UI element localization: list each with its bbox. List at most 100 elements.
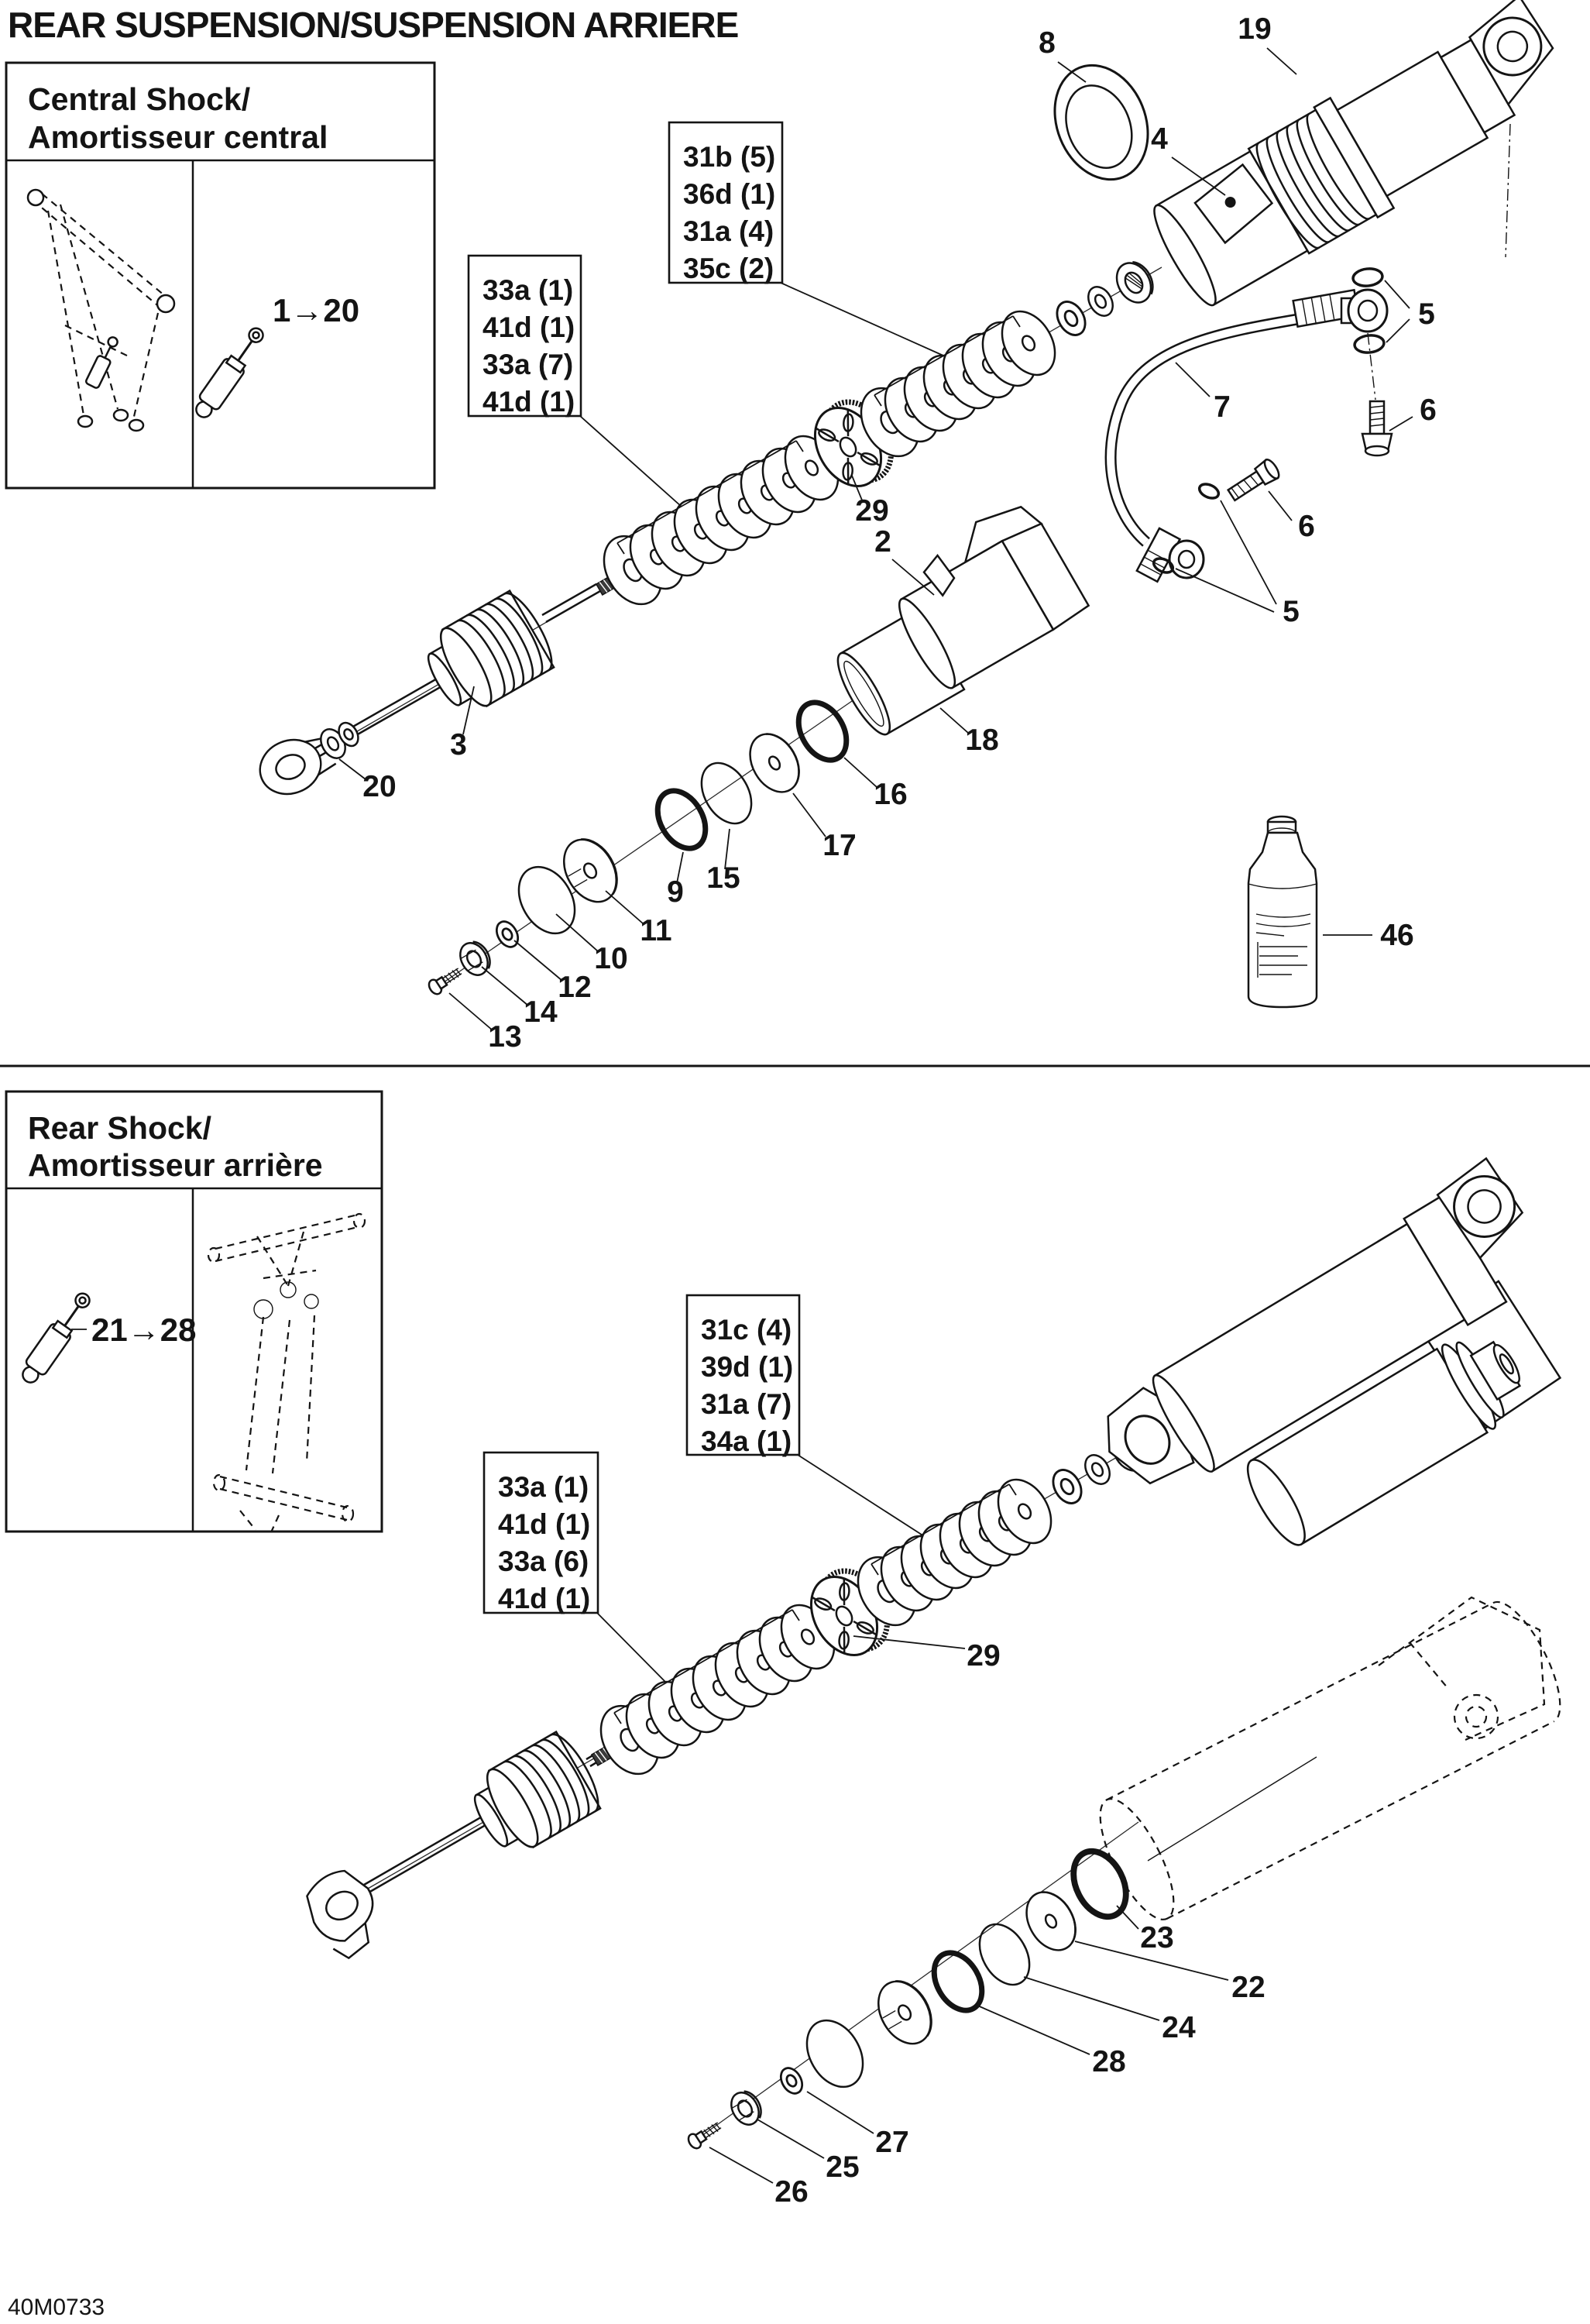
part-label-29: 29 [855,494,888,528]
part-label-29-rear: 29 [967,1639,1000,1673]
rear-bleed-screw [685,2117,725,2152]
callout-line: 41d (1) [498,1583,590,1614]
rear-inset-frame-sketch [207,1212,366,1533]
rear-inset-title-2: Amortisseur arrière [28,1147,323,1183]
part-label-14: 14 [524,995,558,1029]
central-shim-stack-right [848,301,1067,468]
callout-line: 41d (1) [482,386,575,418]
rear-range-label: 21→28 [91,1312,196,1348]
part-label-7: 7 [1214,390,1231,424]
central-float-parts [425,505,1090,998]
part-label-3: 3 [450,728,467,761]
piston-washer-2 [1082,281,1119,321]
callout-line: 41d (1) [482,311,575,343]
rear-cylinder-cap [461,1727,609,1864]
rear-shock-body [1107,1157,1562,1546]
part-label-5b: 5 [1283,595,1300,628]
part-label-10: 10 [594,942,627,975]
piston-nut [1108,254,1161,310]
part-label-16: 16 [874,778,907,811]
part-label-2: 2 [874,525,891,559]
rear-rod-clevis [306,1869,374,1960]
rear-inset-box: Rear Shock/ Amortisseur arrière 21→28 [5,1090,383,1533]
callout-line: 33a (7) [482,349,573,380]
central-shock-exploded: 31b (5) 36d (1) 31a (4) 35c (2) 33a (1) … [250,0,1554,1054]
oil-bottle [1247,815,1318,1009]
callout-line: 31a (4) [683,215,774,247]
central-callout-b: 33a (1) 41d (1) 33a (7) 41d (1) [467,254,804,555]
part-label-28: 28 [1092,2045,1125,2078]
banjo-bolt-left [1226,458,1280,502]
remote-hose-assembly [1104,288,1389,583]
central-inset-box: Central Shock/ Amortisseur central 1→20 [5,61,436,490]
rear-part-labels: 29 23 22 24 28 27 25 26 [709,1635,1265,2209]
rod-thin [541,583,601,624]
rear-inset-shock-icon [15,1287,98,1389]
rear-shock-exploded: 31c (4) 39d (1) 31a (7) 34a (1) 33a (1) … [306,1157,1562,2209]
part-label-23: 23 [1140,1921,1173,1954]
callout-line: 39d (1) [701,1351,793,1383]
central-shock-body [1153,0,1554,307]
banjo-oring-upper-1 [1351,267,1384,287]
part-label-6b: 6 [1298,510,1315,543]
bleed-screw [425,963,465,998]
doc-code: 40M0733 [8,2295,105,2320]
central-inset-frame-sketch [26,188,176,432]
cylinder-cap [414,586,562,723]
central-inset-title-2: Amortisseur central [28,119,328,155]
part-label-24: 24 [1162,2011,1196,2044]
piston-washer-1 [1050,295,1092,342]
rear-callout-a: 31c (4) 39d (1) 31a (7) 34a (1) [685,1294,1017,1576]
part-label-6a: 6 [1420,394,1437,427]
callout-line: 33a (1) [498,1471,589,1503]
banjo-bolt-right [1361,400,1393,457]
central-part-labels: 8 19 4 5 6 7 6 5 29 2 18 16 17 15 9 11 1… [338,12,1437,1054]
rear-shim-stack-left [588,1594,847,1786]
callout-line: 41d (1) [498,1508,590,1540]
callout-line: 36d (1) [683,178,775,210]
seal-ring [1053,64,1149,181]
part-label-13: 13 [488,1020,521,1054]
callout-line: 31a (7) [701,1388,792,1420]
part-label-26: 26 [774,2175,808,2209]
callout-line: 31c (4) [701,1314,792,1346]
part-label-12: 12 [558,971,591,1004]
part-label-46: 46 [1380,919,1413,952]
rear-piston-washer-1 [1046,1463,1088,1510]
banjo-oring-upper-2 [1353,334,1386,354]
reservoir-clip [922,553,956,597]
banjo-fitting-upper [1340,288,1389,333]
callout-line: 35c (2) [683,253,774,284]
part-label-11: 11 [640,914,671,947]
central-inset-shock-icon [188,321,271,424]
rear-frame-tube-phantom [1099,1596,1561,1920]
callout-line: 31b (5) [683,141,775,173]
rear-inset-title-1: Rear Shock/ [28,1110,211,1146]
callout-line: 33a (1) [482,274,573,306]
banjo-oring-lower-1 [1197,483,1221,500]
banjo-oring-lower-2 [1152,557,1175,574]
central-inset-title-1: Central Shock/ [28,81,250,117]
part-label-4: 4 [1151,122,1168,156]
part-label-19: 19 [1238,12,1271,46]
part-label-8: 8 [1039,26,1056,60]
part-label-5a: 5 [1418,297,1435,331]
part-label-27: 27 [875,2126,908,2159]
part-label-22: 22 [1231,1971,1265,2004]
central-shim-stack-left [591,425,850,616]
central-range-label: 1→20 [273,292,359,328]
part-label-15: 15 [706,861,740,895]
part-label-25: 25 [826,2150,859,2184]
rear-shim-stack-right [845,1469,1063,1637]
page-title: REAR SUSPENSION/SUSPENSION ARRIERE [8,5,738,45]
part-label-17: 17 [822,829,856,862]
part-label-20: 20 [362,770,396,803]
rear-piston-washer-2 [1079,1449,1116,1490]
central-callout-a: 31b (5) 36d (1) 31a (4) 35c (2) [668,121,1021,407]
part-label-9: 9 [667,875,684,909]
part-label-18: 18 [965,724,998,757]
rear-float-parts [685,1842,1137,2152]
rear-callout-b: 33a (1) 41d (1) 33a (6) 41d (1) [482,1451,800,1724]
callout-line: 34a (1) [701,1425,792,1457]
